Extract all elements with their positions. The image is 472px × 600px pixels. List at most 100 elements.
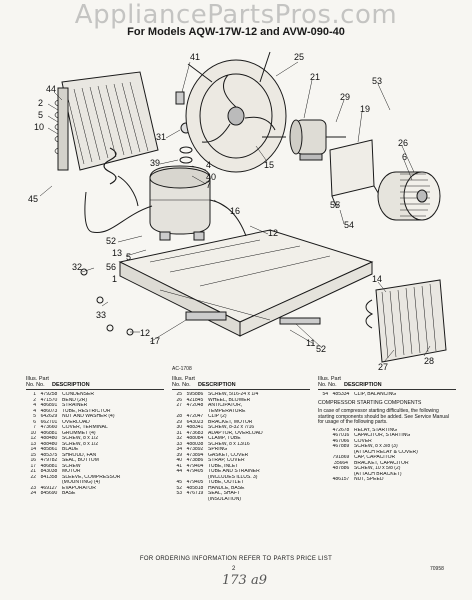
- callout: 1: [112, 274, 117, 284]
- illus-number: 2: [33, 397, 36, 403]
- part-description: CLAMP, TUBE: [208, 436, 241, 441]
- illus-number: 14: [30, 447, 36, 452]
- part-number: 843038: [40, 469, 58, 474]
- part-number: 485861: [40, 447, 58, 452]
- part-description: BLADE: [62, 447, 79, 452]
- table-row: 35664 BRACKET, CAPACITOR: [318, 461, 456, 467]
- callout: 4: [206, 160, 211, 170]
- part-description: (ATTACH BRACKET): [354, 471, 402, 477]
- callout: 21: [310, 72, 320, 82]
- part-number: 476719: [186, 491, 204, 496]
- callout: 33: [96, 310, 106, 320]
- part-number: 467066: [332, 438, 350, 444]
- part-number: 467889: [332, 444, 350, 449]
- table-row: (MOUNTING) (4): [26, 480, 164, 486]
- callout: 5: [38, 110, 43, 120]
- fan-motor: [262, 119, 346, 161]
- part-number: 485334: [332, 392, 350, 397]
- part-number: 479404: [186, 463, 204, 469]
- callout: 25: [294, 52, 304, 62]
- part-number: 486073: [40, 408, 58, 414]
- part-description: COVER, TERMINAL: [62, 425, 108, 430]
- column-header: Illus. Part No. No.DESCRIPTION: [172, 376, 236, 388]
- illus-number: 31: [176, 430, 182, 436]
- illus-number: 24: [30, 491, 36, 496]
- part-number: 473660: [40, 425, 58, 430]
- illus-number: 28: [176, 414, 182, 419]
- callout: 53: [372, 76, 382, 86]
- part-description: CAPACITOR, STARTING: [354, 433, 411, 438]
- illus-number: 1: [33, 392, 36, 397]
- part-number: 35664: [334, 460, 348, 466]
- motor-bracket: [329, 139, 381, 207]
- illus-number: 29: [176, 419, 182, 425]
- part-description: CAP, CAPACITOR: [354, 455, 396, 460]
- part-description: NUT, SPEED: [354, 477, 384, 482]
- callout: 52: [316, 344, 326, 354]
- illus-number: 22: [30, 474, 36, 480]
- callout: 2: [38, 98, 43, 108]
- callout: 31: [156, 132, 166, 142]
- illus-number: 16: [30, 458, 36, 463]
- table-row: 486157 NUT, SPEED: [318, 477, 456, 483]
- callout: 41: [190, 52, 200, 62]
- page-title: For Models AQW-17W-12 and AVW-090-40: [127, 26, 345, 38]
- callout: 55: [330, 200, 340, 210]
- illus-number: 39: [176, 452, 182, 458]
- part-number: 488480: [40, 436, 58, 441]
- section-note: In case of compressor starting difficult…: [318, 408, 449, 425]
- part-description: SCREW, 8 x 1/2: [62, 436, 99, 441]
- callout: 16: [230, 206, 240, 216]
- condenser-coil: [54, 71, 159, 171]
- part-description: SCREW, 5/16-24 x 1/4: [208, 392, 259, 397]
- part-description: (INCLUDES ILLUS. 3): [208, 474, 258, 480]
- illus-number: 54: [322, 392, 328, 397]
- part-description: SCREW: [62, 463, 81, 469]
- callout: 29: [340, 92, 350, 102]
- base-pan: [118, 229, 374, 337]
- part-description: TEMPERATURE: [208, 408, 246, 414]
- part-description: SCREW, 8 x 13/16: [208, 441, 250, 447]
- part-description: WHEEL, BLOWER: [208, 397, 251, 403]
- illus-number: 23: [30, 485, 36, 491]
- callout: 44: [46, 84, 56, 94]
- part-number: 479405: [186, 469, 204, 474]
- callout: 17: [150, 336, 160, 346]
- illus-number: 45: [176, 480, 182, 485]
- part-number: 421845: [186, 397, 204, 403]
- part-description: TUBE AND STRAINER: [208, 469, 260, 474]
- table-row: (ATTACH BRACKET): [318, 472, 456, 478]
- part-description: STRAP, COVER: [208, 458, 245, 463]
- part-number: 488341: [186, 425, 204, 430]
- illus-number: 10: [30, 430, 36, 436]
- illus-number: 4: [33, 408, 36, 414]
- part-number: 845690: [40, 491, 58, 496]
- part-description: SHROUD, FAN: [62, 452, 97, 458]
- illus-number: 17: [30, 463, 36, 469]
- illus-number: 52: [176, 485, 182, 491]
- part-number: 486157: [332, 477, 350, 482]
- part-description: SCREW, 8-32 x 7/16: [208, 425, 255, 430]
- part-number: 472048: [186, 403, 204, 408]
- part-description: BRACKET, CAPACITOR: [354, 460, 409, 466]
- section-title: COMPRESSOR STARTING COMPONENTS: [318, 399, 422, 406]
- illus-number: 6: [33, 419, 36, 425]
- part-description: STRAINER: [62, 403, 88, 408]
- part-description: MOTOR: [62, 469, 81, 474]
- illus-number: 13: [30, 441, 36, 447]
- illus-number: 44: [176, 469, 182, 474]
